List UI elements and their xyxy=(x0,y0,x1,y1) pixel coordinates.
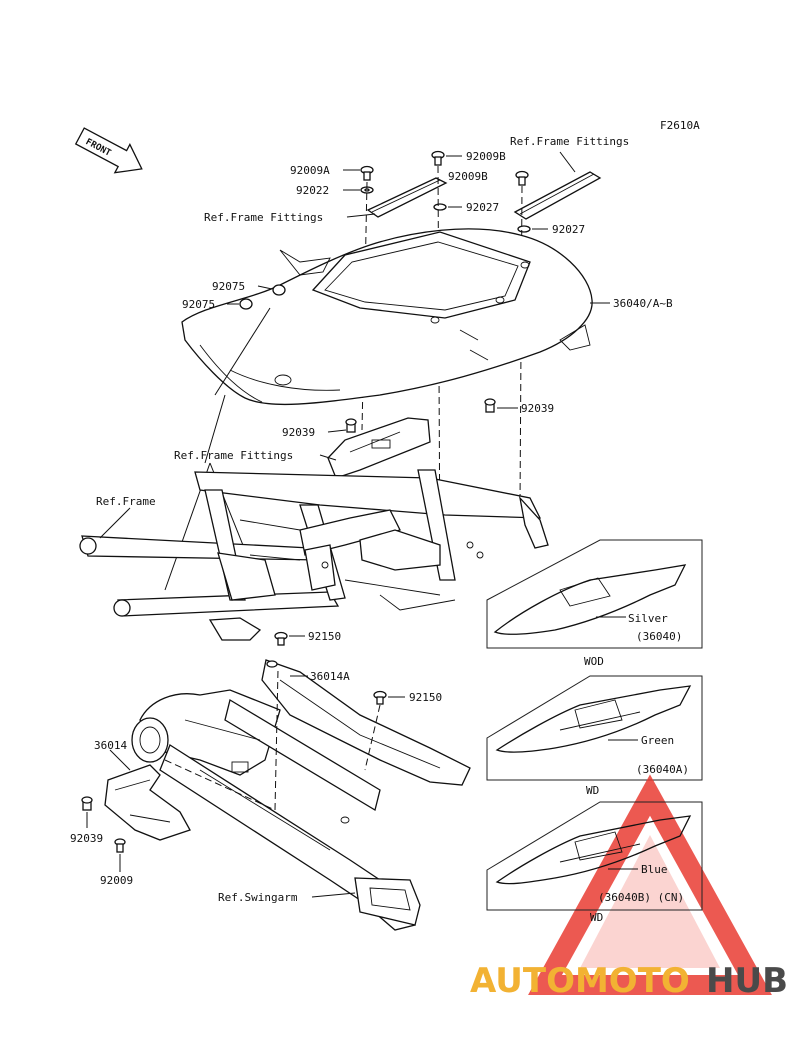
label-92075-a: 92075 xyxy=(212,280,245,293)
swingarm xyxy=(131,689,421,931)
watermark-brand-b: HUB xyxy=(706,961,788,1001)
label-92150-a: 92150 xyxy=(308,630,341,643)
chain-guard-36014 xyxy=(104,764,191,841)
rear-subframe xyxy=(79,469,549,641)
label-ref-swingarm: Ref.Swingarm xyxy=(218,891,298,904)
frame-fitting-strap-right xyxy=(513,171,602,220)
rear-flap-36014A xyxy=(261,659,471,786)
front-arrow-icon: FRONT xyxy=(74,127,143,174)
watermark-triangle xyxy=(528,774,772,995)
washer-92027-b xyxy=(517,225,531,233)
label-92027-a: 92027 xyxy=(466,201,499,214)
label-ref-frame-fittings-mid: Ref.Frame Fittings xyxy=(174,449,293,462)
variant-box-silver: Silver (36040) xyxy=(486,539,703,649)
label-92027-b: 92027 xyxy=(552,223,585,236)
label-92009B-mid: 92009B xyxy=(448,170,488,183)
watermark-logo: AUTOMOTO HUB xyxy=(470,961,788,1001)
washer-92027-a xyxy=(433,203,447,211)
variant-model-green: WD xyxy=(586,784,599,797)
variant-color-silver: Silver xyxy=(628,612,668,625)
label-ref-frame: Ref.Frame xyxy=(96,495,156,508)
label-36040: 36040/A~B xyxy=(613,297,673,310)
screw-92009 xyxy=(114,838,126,853)
label-92039-left: 92039 xyxy=(282,426,315,439)
label-92009A: 92009A xyxy=(290,164,330,177)
watermark-brand-a: AUTOMOTO xyxy=(470,961,690,1001)
grommet-92075-b xyxy=(239,298,253,310)
variant-color-blue: Blue xyxy=(641,863,668,876)
mount-bracket xyxy=(327,417,431,479)
variant-color-green: Green xyxy=(641,734,674,747)
label-ref-frame-fittings-top: Ref.Frame Fittings xyxy=(510,135,629,148)
seat-cowl-36040 xyxy=(181,228,593,406)
screw-92150-a xyxy=(274,631,288,646)
label-36014A: 36014A xyxy=(310,670,350,683)
label-92075-b: 92075 xyxy=(182,298,215,311)
bolt-92009B-top xyxy=(431,150,445,166)
frame-fitting-strap-left xyxy=(366,177,448,218)
bolt-92009A xyxy=(360,165,374,181)
label-92022: 92022 xyxy=(296,184,329,197)
variant-part-silver: (36040) xyxy=(636,630,682,643)
label-36014: 36014 xyxy=(94,739,127,752)
variant-part-green: (36040A) xyxy=(636,763,689,776)
grommet-92075-a xyxy=(272,284,286,296)
bolt-92039-bottom xyxy=(81,796,93,811)
variant-model-silver: WOD xyxy=(584,655,604,668)
diagram-code: F2610A xyxy=(660,119,700,132)
bolt-92039-left xyxy=(345,418,357,433)
variant-box-blue: Blue (36040B) (CN) xyxy=(486,801,703,911)
screw-92150-b xyxy=(373,690,387,705)
label-92009: 92009 xyxy=(100,874,133,887)
bolt-92009B-mid xyxy=(515,170,529,186)
variant-part-blue: (36040B) (CN) xyxy=(598,891,684,904)
label-ref-frame-fittings-left: Ref.Frame Fittings xyxy=(204,211,323,224)
label-92039-bottom: 92039 xyxy=(70,832,103,845)
label-92009B-top: 92009B xyxy=(466,150,506,163)
variant-model-blue: WD xyxy=(590,911,603,924)
variant-box-green: Green (36040A) xyxy=(486,675,703,781)
label-92039-right: 92039 xyxy=(521,402,554,415)
label-92150-b: 92150 xyxy=(409,691,442,704)
bolt-92039-right xyxy=(484,398,496,413)
